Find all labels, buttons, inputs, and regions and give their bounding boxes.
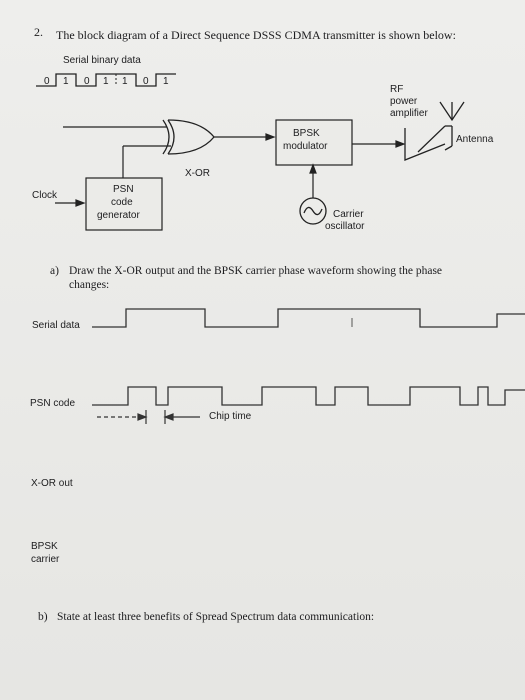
xor-out-label: X-OR out bbox=[31, 478, 73, 489]
modulator-label: modulator bbox=[283, 141, 328, 152]
psn-code-label: PSN code bbox=[30, 398, 76, 409]
bpsk-carrier-label: BPSK bbox=[31, 541, 58, 552]
psn-code-waveform bbox=[92, 386, 525, 406]
part-a-letter: a) bbox=[50, 265, 59, 277]
chip-time-marker bbox=[97, 410, 200, 424]
serial-binary-data-label: Serial binary data bbox=[63, 55, 141, 66]
part-a-line2: changes: bbox=[69, 279, 110, 291]
xor-label: X-OR bbox=[185, 168, 210, 179]
antenna-icon bbox=[439, 101, 465, 151]
rf-amplifier-symbol bbox=[404, 125, 446, 161]
oscillator-label: oscillator bbox=[325, 221, 365, 232]
clock-label: Clock bbox=[32, 190, 58, 201]
part-b-text: State at least three benefits of Spread … bbox=[57, 611, 375, 623]
bpsk-label: BPSK bbox=[293, 128, 320, 139]
rf-label: RF bbox=[390, 84, 404, 95]
serial-data-label: Serial data bbox=[32, 320, 80, 331]
psn-label: PSN bbox=[113, 184, 134, 195]
carrier-oscillator-symbol bbox=[299, 197, 327, 225]
generator-label: generator bbox=[97, 210, 140, 221]
bpsk-modulator-box bbox=[275, 119, 353, 166]
serial-data-waveform bbox=[92, 308, 525, 328]
xor-gate bbox=[162, 119, 215, 155]
part-b-letter: b) bbox=[38, 611, 48, 623]
power-label: power bbox=[390, 96, 418, 107]
carrier-label: Carrier bbox=[333, 209, 364, 220]
question-text: The block diagram of a Direct Sequence D… bbox=[56, 28, 456, 42]
serial-bit: 0 bbox=[44, 76, 50, 87]
code-label: code bbox=[111, 197, 133, 208]
psn-generator-box bbox=[85, 177, 163, 231]
serial-bit-waveform bbox=[36, 73, 176, 87]
serial-bit: 0 bbox=[84, 76, 90, 87]
amplifier-label: amplifier bbox=[390, 108, 428, 119]
part-a-line1: Draw the X-OR output and the BPSK carrie… bbox=[69, 265, 443, 277]
carrier-label-2: carrier bbox=[31, 554, 60, 565]
chip-time-label: Chip time bbox=[209, 411, 252, 422]
serial-bit: 0 bbox=[143, 76, 149, 87]
antenna-label: Antenna bbox=[456, 134, 494, 145]
serial-bit: 1 bbox=[63, 76, 69, 87]
question-number: 2. bbox=[34, 25, 43, 39]
serial-bit: 1 bbox=[103, 76, 109, 87]
serial-bit: 1 bbox=[163, 76, 169, 87]
serial-bit: 1 bbox=[122, 76, 128, 87]
